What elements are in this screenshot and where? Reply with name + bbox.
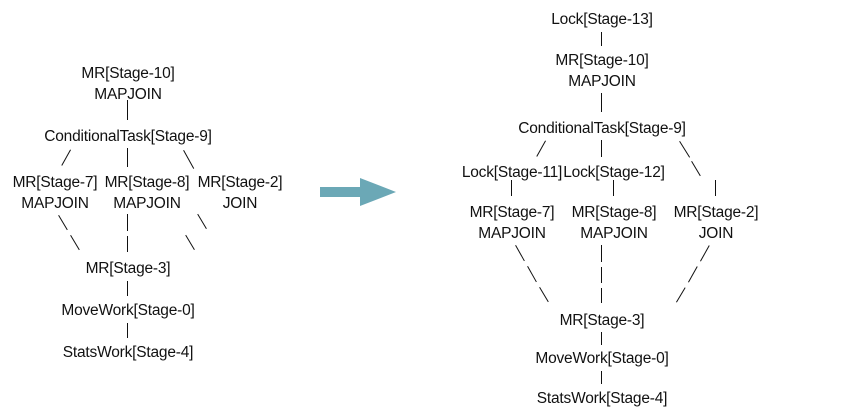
node-mr-stage-8-label: MR[Stage-8]: [104, 174, 190, 191]
node-lock-stage-11: Lock[Stage-11]: [461, 162, 563, 183]
conn-ct9-mr2: [679, 141, 690, 158]
conn-ct9-mr2: [183, 150, 194, 169]
node-conditionaltask-stage-9-label: ConditionalTask[Stage-9]: [44, 128, 212, 145]
conn-ct9-mr7: [61, 149, 71, 166]
node-mr-stage-10-subtype: MAPJOIN: [568, 73, 636, 90]
conn-mr8-mr3c: [601, 288, 602, 303]
conn-mr3-mw0: [127, 281, 128, 296]
node-conditionaltask-stage-9: ConditionalTask[Stage-9]: [44, 126, 212, 147]
node-mr-stage-3-label: MR[Stage-3]: [85, 260, 171, 277]
right-arrow-icon: [320, 176, 396, 213]
conn-ct9-mr2b: [691, 161, 701, 177]
node-mr-stage-10: MR[Stage-10] MAPJOIN: [81, 63, 174, 105]
conn-mr2-mr3b: [185, 234, 195, 250]
node-mr-stage-3: MR[Stage-3]: [560, 310, 645, 331]
node-mr-stage-7-subtype: MAPJOIN: [478, 225, 546, 242]
node-statswork-stage-4-label: StatsWork[Stage-4]: [536, 390, 668, 407]
node-mr-stage-2: MR[Stage-2] JOIN: [198, 172, 283, 214]
conn-mw0-sw4: [127, 323, 128, 338]
node-mr-stage-2-label: MR[Stage-2]: [197, 174, 283, 191]
node-mr-stage-2-label: MR[Stage-2]: [673, 204, 759, 221]
node-mr-stage-3: MR[Stage-3]: [86, 258, 171, 279]
conn-lock13-mr10: [601, 32, 602, 46]
node-lock-stage-12: Lock[Stage-12]: [563, 162, 665, 183]
node-mr-stage-10-label: MR[Stage-10]: [81, 65, 175, 82]
node-mr-stage-7-label: MR[Stage-7]: [469, 204, 555, 221]
node-lock-stage-11-label: Lock[Stage-11]: [461, 164, 563, 181]
node-mr-stage-7-label: MR[Stage-7]: [12, 174, 98, 191]
conn-mr8-mr3b: [601, 267, 602, 283]
node-mr-stage-3-label: MR[Stage-3]: [559, 312, 645, 329]
conn-mr3-mw0: [601, 332, 602, 345]
conn-mr10-ct9: [601, 93, 602, 112]
node-movework-stage-0-label: MoveWork[Stage-0]: [61, 302, 195, 319]
conn-mr2-mr3a: [197, 213, 207, 229]
conn-lock-mr2: [715, 180, 716, 196]
node-conditionaltask-stage-9-label: ConditionalTask[Stage-9]: [518, 120, 686, 137]
node-mr-stage-2: MR[Stage-2] JOIN: [674, 202, 759, 244]
conn-ct9-lock12: [601, 140, 602, 157]
conn-mr7-mr3a: [515, 245, 525, 262]
node-mr-stage-10-label: MR[Stage-10]: [555, 52, 649, 69]
conn-mr2-mr3a: [700, 245, 710, 262]
conn-mw0-sw4: [601, 371, 602, 384]
conn-mr7-mr3b: [527, 266, 537, 283]
node-mr-stage-8-subtype: MAPJOIN: [580, 225, 648, 242]
node-mr-stage-7: MR[Stage-7] MAPJOIN: [470, 202, 555, 244]
node-movework-stage-0: MoveWork[Stage-0]: [61, 300, 194, 321]
conn-mr2-mr3c: [676, 287, 686, 303]
node-conditionaltask-stage-9: ConditionalTask[Stage-9]: [518, 118, 686, 139]
node-lock-stage-12-label: Lock[Stage-12]: [563, 164, 665, 181]
conn-mr7-mr3a: [58, 215, 68, 231]
node-movework-stage-0: MoveWork[Stage-0]: [535, 348, 668, 369]
node-mr-stage-2-subtype: JOIN: [698, 225, 734, 242]
conn-mr8-mr3a: [127, 214, 128, 231]
node-statswork-stage-4: StatsWork[Stage-4]: [63, 342, 194, 363]
conn-mr7-mr3b: [70, 235, 80, 251]
node-mr-stage-10-subtype: MAPJOIN: [94, 86, 162, 103]
node-movework-stage-0-label: MoveWork[Stage-0]: [535, 350, 669, 367]
node-statswork-stage-4-label: StatsWork[Stage-4]: [62, 344, 194, 361]
node-mr-stage-8: MR[Stage-8] MAPJOIN: [572, 202, 657, 244]
conn-ct9-mr8: [127, 148, 128, 167]
conn-mr8-mr3a: [601, 245, 602, 262]
node-mr-stage-8: MR[Stage-8] MAPJOIN: [105, 172, 190, 214]
node-mr-stage-7: MR[Stage-7] MAPJOIN: [13, 172, 98, 214]
node-mr-stage-8-label: MR[Stage-8]: [571, 204, 657, 221]
conn-ct9-lock11: [536, 140, 546, 157]
node-mr-stage-2-subtype: JOIN: [222, 195, 258, 212]
node-lock-stage-13-label: Lock[Stage-13]: [551, 11, 653, 28]
conn-mr7-mr3c: [539, 287, 549, 303]
node-statswork-stage-4: StatsWork[Stage-4]: [537, 388, 668, 409]
node-mr-stage-7-subtype: MAPJOIN: [21, 195, 89, 212]
conn-mr2-mr3b: [688, 266, 698, 283]
conn-mr8-mr3b: [127, 236, 128, 252]
node-mr-stage-10: MR[Stage-10] MAPJOIN: [555, 50, 648, 92]
node-lock-stage-13: Lock[Stage-13]: [551, 9, 653, 30]
node-mr-stage-8-subtype: MAPJOIN: [113, 195, 181, 212]
